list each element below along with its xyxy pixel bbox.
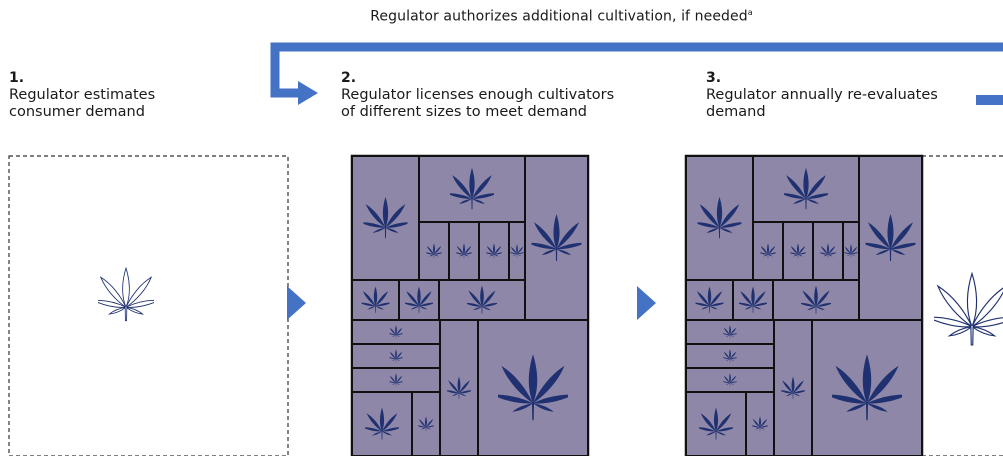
feedback-label: Regulator authorizes additional cultivat… — [0, 8, 1003, 25]
step-1: 1. Regulator estimates consumer demand — [9, 70, 155, 121]
step-2-text-line1: Regulator licenses enough cultivators — [341, 87, 615, 103]
cultivator-plot — [752, 221, 784, 281]
arrow-right-icon — [287, 286, 306, 320]
step-2-number: 2. — [341, 70, 357, 86]
feedback-label-text: Regulator authorizes additional cultivat… — [370, 8, 748, 25]
step-2: 2. Regulator licenses enough cultivators… — [341, 70, 614, 121]
step-3-number: 3. — [706, 70, 722, 86]
cultivator-plot — [411, 391, 441, 456]
step-2-cultivator-grid — [350, 154, 590, 456]
step-1-empty-frame — [8, 155, 289, 456]
step-3-continue-bar — [976, 95, 1003, 105]
cannabis-leaf-outline-icon — [934, 272, 1003, 346]
step-2-text-line2: of different sizes to meet demand — [341, 104, 588, 120]
step-1-text-line1: Regulator estimates — [9, 87, 156, 103]
cannabis-leaf-outline-icon — [98, 267, 154, 322]
step-3-text-line1: Regulator annually re-evaluates — [706, 87, 938, 103]
feedback-arrow-line — [270, 42, 1003, 98]
step-1-number: 1. — [9, 70, 25, 86]
step-1-text-line2: consumer demand — [9, 104, 145, 120]
step-3-cultivator-grid — [684, 154, 924, 456]
footnote-marker: a — [747, 8, 753, 17]
arrow-right-icon — [637, 286, 656, 320]
step-3: 3. Regulator annually re-evaluates deman… — [706, 70, 938, 121]
feedback-arrowhead — [298, 81, 318, 105]
step-3-text-line2: demand — [706, 104, 766, 120]
